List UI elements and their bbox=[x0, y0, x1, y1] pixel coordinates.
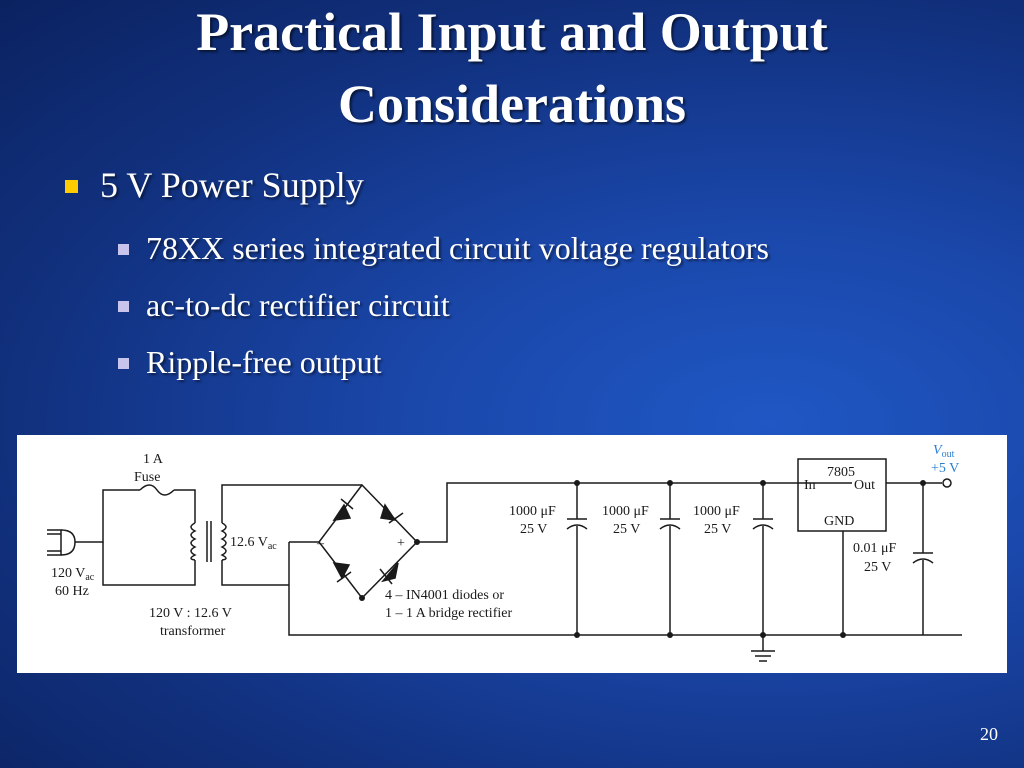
bullet-list: 5 V Power Supply 78XX series integrated … bbox=[65, 165, 769, 380]
title-line-2: Considerations bbox=[337, 74, 687, 134]
bullet-marker bbox=[65, 180, 78, 193]
output-cap-rating: 25 V bbox=[864, 560, 891, 575]
cap-1-value: 1000 μF bbox=[509, 504, 556, 519]
fuse-rating: 1 A bbox=[143, 452, 164, 467]
regulator-part: 7805 bbox=[827, 465, 855, 480]
cap-1-rating: 25 V bbox=[520, 522, 547, 537]
circuit-schematic: 1 A Fuse 120 Vac 60 Hz 12.6 Vac 120 V : … bbox=[47, 443, 962, 662]
regulator-gnd: GND bbox=[824, 514, 854, 529]
vout-value: +5 V bbox=[931, 461, 959, 476]
diode-3 bbox=[332, 562, 351, 580]
input-voltage: 120 Vac bbox=[51, 566, 95, 583]
sub-bullet-marker bbox=[118, 244, 129, 255]
page-number: 20 bbox=[980, 724, 998, 744]
plug-body bbox=[47, 529, 62, 556]
slide-title: Practical Input and Output Consideration… bbox=[0, 0, 1024, 140]
sub-bullet-marker bbox=[118, 358, 129, 369]
cap-2-rating: 25 V bbox=[613, 522, 640, 537]
fuse-label: Fuse bbox=[134, 470, 160, 485]
sub-bullet-marker bbox=[118, 301, 129, 312]
input-frequency: 60 Hz bbox=[55, 584, 89, 599]
diodes-line-2: 1 – 1 A bridge rectifier bbox=[385, 606, 512, 621]
secondary-coil bbox=[220, 522, 227, 561]
bridge-minus: – bbox=[316, 536, 325, 551]
primary-coil bbox=[190, 522, 197, 561]
sub-bullet-3: Ripple-free output bbox=[146, 344, 382, 380]
fuse-symbol bbox=[139, 484, 175, 496]
cap-3-rating: 25 V bbox=[704, 522, 731, 537]
diodes-line-1: 4 – IN4001 diodes or bbox=[385, 588, 504, 603]
cap-2-value: 1000 μF bbox=[602, 504, 649, 519]
title-line-1: Practical Input and Output bbox=[196, 2, 828, 62]
diode-2 bbox=[380, 503, 397, 521]
regulator-in: In bbox=[804, 478, 816, 493]
bullet-main: 5 V Power Supply bbox=[100, 165, 364, 205]
sub-bullet-2: ac-to-dc rectifier circuit bbox=[146, 287, 450, 323]
diode-4 bbox=[380, 562, 399, 583]
output-cap-value: 0.01 μF bbox=[853, 541, 897, 556]
output-terminal bbox=[942, 478, 952, 488]
power-supply-circuit-diagram: 1 A Fuse 120 Vac 60 Hz 12.6 Vac 120 V : … bbox=[17, 435, 1007, 673]
transformer-ratio: 120 V : 12.6 V bbox=[149, 606, 232, 621]
bridge-plus: + bbox=[397, 536, 405, 551]
secondary-voltage: 12.6 Vac bbox=[230, 535, 277, 552]
plug-cap bbox=[60, 529, 76, 556]
diode-1 bbox=[332, 503, 352, 521]
sub-bullet-1: 78XX series integrated circuit voltage r… bbox=[146, 230, 769, 266]
regulator-7805 bbox=[797, 458, 887, 532]
cap-3-value: 1000 μF bbox=[693, 504, 740, 519]
regulator-out: Out bbox=[854, 478, 875, 493]
vout-label: Vout bbox=[933, 443, 955, 460]
transformer-label: transformer bbox=[160, 624, 226, 639]
